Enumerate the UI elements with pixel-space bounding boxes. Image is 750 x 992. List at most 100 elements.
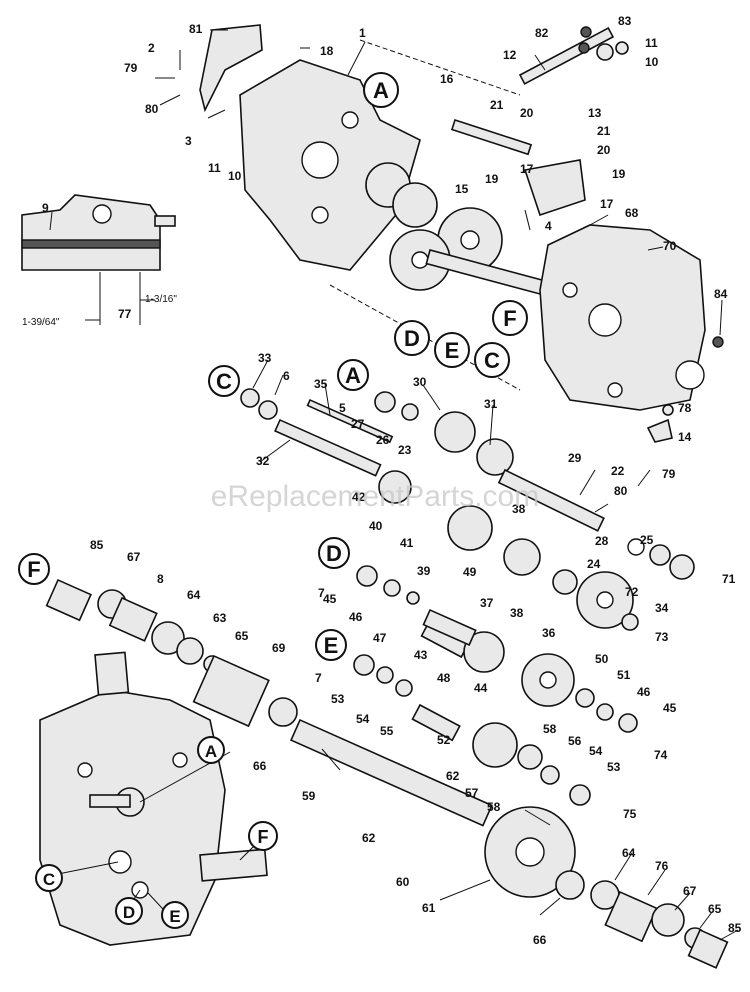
label-58b: 58 [487, 800, 501, 814]
label-67b: 67 [683, 884, 697, 898]
label-52: 52 [437, 733, 451, 747]
label-4: 4 [545, 219, 552, 233]
label-32: 32 [256, 454, 270, 468]
label-10-left: 10 [228, 169, 242, 183]
label-19a: 19 [485, 172, 499, 186]
watermark: eReplacementParts.com [211, 480, 539, 513]
callout-A-bottom: A [197, 736, 225, 764]
label-44: 44 [474, 681, 488, 695]
svg-text:A: A [345, 363, 361, 388]
label-57: 57 [465, 786, 479, 800]
label-58a: 58 [543, 722, 557, 736]
label-72: 72 [625, 585, 639, 599]
svg-text:C: C [484, 348, 500, 373]
label-35: 35 [314, 377, 328, 391]
label-70: 70 [663, 239, 677, 253]
svg-text:A: A [205, 742, 217, 761]
label-64a: 64 [187, 588, 201, 602]
label-1: 1 [359, 26, 366, 40]
label-7a: 7 [318, 586, 325, 600]
label-80b: 80 [614, 484, 628, 498]
label-20b: 20 [597, 143, 611, 157]
label-51: 51 [617, 668, 631, 682]
label-9: 9 [42, 201, 49, 215]
svg-text:F: F [27, 557, 40, 582]
label-77: 77 [118, 307, 132, 321]
label-36: 36 [542, 626, 556, 640]
svg-text:D: D [123, 903, 135, 922]
callout-D-bottom: D [115, 897, 143, 925]
left-housing-top [199, 24, 521, 391]
label-48: 48 [437, 671, 451, 685]
svg-text:E: E [169, 907, 180, 926]
svg-text:F: F [258, 827, 269, 847]
label-75: 75 [623, 807, 637, 821]
callout-C-bottom: C [35, 864, 63, 892]
svg-text:E: E [324, 633, 339, 658]
label-54a: 54 [356, 712, 370, 726]
svg-text:F: F [503, 306, 516, 331]
label-22: 22 [611, 464, 625, 478]
label-5: 5 [339, 401, 346, 415]
callout-F-left: F [18, 553, 50, 585]
right-housing [539, 224, 724, 443]
label-83: 83 [618, 14, 632, 28]
label-65a: 65 [235, 629, 249, 643]
label-79b: 79 [662, 467, 676, 481]
dimension-right: 1-3/16" [145, 294, 177, 305]
label-45a: 45 [323, 592, 337, 606]
label-39: 39 [417, 564, 431, 578]
label-17b: 17 [600, 197, 614, 211]
label-26: 26 [376, 433, 390, 447]
callout-D-mid: D [318, 537, 350, 569]
callout-D-top: D [394, 320, 430, 356]
label-7b: 7 [315, 671, 322, 685]
label-68: 68 [625, 206, 639, 220]
label-21b: 21 [597, 124, 611, 138]
dimension-left: 1-39/64" [22, 317, 60, 328]
label-78: 78 [678, 401, 692, 415]
label-85a: 85 [90, 538, 104, 552]
callout-letters: A F D E C C A D E F A F C D E [18, 72, 528, 929]
callout-C-mid: C [208, 365, 240, 397]
label-24: 24 [587, 557, 601, 571]
label-30: 30 [413, 375, 427, 389]
label-59: 59 [302, 789, 316, 803]
assembled-transaxle [39, 651, 268, 946]
label-74: 74 [654, 748, 668, 762]
callout-E-mid: E [315, 629, 347, 661]
label-18: 18 [320, 44, 334, 58]
label-6: 6 [283, 369, 290, 383]
shift-assembly [450, 26, 629, 217]
label-42: 42 [352, 490, 366, 504]
label-62b: 62 [362, 831, 376, 845]
top-gear-cluster [365, 162, 547, 296]
label-82: 82 [535, 26, 549, 40]
label-73: 73 [655, 630, 669, 644]
label-47: 47 [373, 631, 387, 645]
label-38b: 38 [510, 606, 524, 620]
label-11-left: 11 [208, 161, 221, 175]
label-61: 61 [422, 901, 436, 915]
label-79: 79 [124, 61, 138, 75]
svg-text:D: D [326, 541, 342, 566]
label-67a: 67 [127, 550, 141, 564]
label-40: 40 [369, 519, 383, 533]
label-81: 81 [189, 22, 203, 36]
label-37: 37 [480, 596, 494, 610]
label-60: 60 [396, 875, 410, 889]
label-64b: 64 [622, 846, 636, 860]
label-41: 41 [400, 536, 414, 550]
label-25: 25 [640, 533, 654, 547]
label-12: 12 [503, 48, 517, 62]
label-43: 43 [414, 648, 428, 662]
label-56: 56 [568, 734, 582, 748]
callout-E-bottom: E [161, 901, 189, 929]
label-38a: 38 [512, 502, 526, 516]
label-46b: 46 [637, 685, 651, 699]
label-50: 50 [595, 652, 609, 666]
label-19b: 19 [612, 167, 626, 181]
label-66b: 66 [533, 933, 547, 947]
svg-text:D: D [404, 326, 420, 351]
label-2: 2 [148, 41, 155, 55]
